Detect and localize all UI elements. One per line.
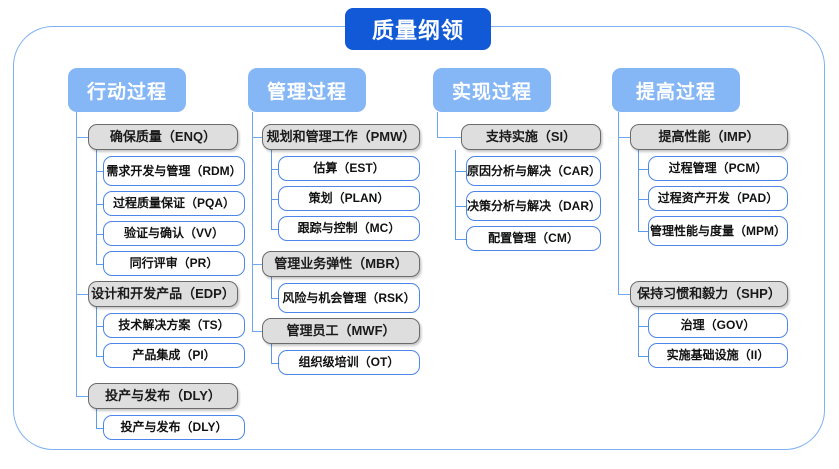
trunk-line-implement — [437, 112, 439, 137]
trunk-line-action — [76, 112, 78, 396]
leaf-branch-action-1-0 — [96, 325, 103, 327]
leaf-box-action-0-2[interactable]: 验证与确认（VV） — [103, 221, 245, 246]
group-box-improve-0[interactable]: 提高性能（IMP） — [630, 124, 788, 150]
leaf-box-manage-1-0[interactable]: 风险与机会管理（RSK） — [278, 283, 420, 313]
group-box-manage-0[interactable]: 规划和管理工作（PMW） — [262, 124, 420, 150]
group-box-action-2[interactable]: 投产与发布（DLY） — [88, 383, 238, 409]
subtrunk-line-manage-2 — [271, 344, 273, 363]
leaf-box-improve-1-0[interactable]: 治理（GOV） — [648, 313, 788, 338]
leaf-branch-manage-0-1 — [271, 198, 278, 200]
branch-line-action-0 — [76, 137, 88, 139]
branch-line-improve-1 — [618, 294, 630, 296]
leaf-branch-action-0-1 — [96, 203, 103, 205]
leaf-box-improve-0-2[interactable]: 管理性能与度量（MPM） — [648, 216, 788, 246]
branch-line-implement-0 — [437, 137, 461, 139]
leaf-branch-implement-0-1 — [455, 206, 466, 208]
leaf-box-manage-0-2[interactable]: 跟踪与控制（MC） — [278, 216, 420, 241]
leaf-box-improve-0-0[interactable]: 过程管理（PCM） — [648, 156, 788, 181]
leaf-branch-action-0-0 — [96, 171, 103, 173]
branch-line-improve-0 — [618, 137, 630, 139]
leaf-box-action-1-1[interactable]: 产品集成（PI） — [103, 343, 245, 368]
trunk-line-improve — [618, 112, 620, 294]
branch-line-action-2 — [76, 396, 88, 398]
leaf-branch-manage-2-0 — [271, 362, 278, 364]
leaf-box-manage-0-1[interactable]: 策划（PLAN） — [278, 186, 420, 211]
branch-line-manage-2 — [252, 331, 262, 333]
leaf-box-improve-0-1[interactable]: 过程资产开发（PAD） — [648, 186, 788, 211]
leaf-box-action-2-0[interactable]: 投产与发布（DLY） — [103, 415, 245, 440]
subtrunk-line-action-0 — [96, 150, 98, 264]
leaf-box-implement-0-0[interactable]: 原因分析与解决（CAR） — [466, 156, 601, 186]
group-box-implement-0[interactable]: 支持实施（SI） — [461, 124, 601, 150]
leaf-box-implement-0-2[interactable]: 配置管理（CM） — [466, 226, 601, 251]
leaf-branch-action-0-2 — [96, 233, 103, 235]
leaf-branch-implement-0-2 — [455, 238, 466, 240]
leaf-branch-improve-0-1 — [638, 198, 648, 200]
trunk-line-manage — [252, 112, 254, 331]
leaf-branch-manage-1-0 — [271, 298, 278, 300]
column-header-action[interactable]: 行动过程 — [68, 68, 186, 112]
column-header-manage[interactable]: 管理过程 — [248, 68, 366, 112]
subtrunk-line-action-2 — [96, 409, 98, 428]
group-box-improve-1[interactable]: 保持习惯和毅力（SHP） — [630, 281, 788, 307]
leaf-branch-improve-1-1 — [638, 355, 648, 357]
leaf-box-implement-0-1[interactable]: 决策分析与解决（DAR） — [466, 191, 601, 221]
leaf-box-action-0-1[interactable]: 过程质量保证（PQA） — [103, 191, 245, 216]
leaf-branch-action-0-3 — [96, 263, 103, 265]
subtrunk-line-improve-1 — [638, 307, 640, 356]
subtrunk-line-action-1 — [96, 307, 98, 356]
leaf-branch-implement-0-0 — [455, 171, 466, 173]
leaf-branch-manage-0-0 — [271, 168, 278, 170]
subtrunk-line-manage-1 — [271, 277, 273, 298]
leaf-box-manage-0-0[interactable]: 估算（EST） — [278, 156, 420, 181]
branch-line-manage-1 — [252, 264, 262, 266]
root-title: 质量纲领 — [345, 8, 491, 50]
group-box-action-1[interactable]: 设计和开发产品（EDP） — [88, 281, 238, 307]
subtrunk-line-improve-0 — [638, 150, 640, 231]
column-header-improve[interactable]: 提高过程 — [612, 68, 740, 112]
leaf-box-improve-1-1[interactable]: 实施基础设施（II） — [648, 343, 788, 368]
leaf-branch-improve-0-0 — [638, 168, 648, 170]
leaf-branch-improve-0-2 — [638, 231, 648, 233]
leaf-branch-improve-1-0 — [638, 325, 648, 327]
leaf-branch-action-2-0 — [96, 427, 103, 429]
leaf-box-action-0-3[interactable]: 同行评审（PR） — [103, 251, 245, 276]
group-box-manage-1[interactable]: 管理业务弹性（MBR） — [262, 251, 420, 277]
leaf-branch-action-1-1 — [96, 355, 103, 357]
leaf-box-manage-2-0[interactable]: 组织级培训（OT） — [278, 350, 420, 375]
subtrunk-line-implement-0 — [455, 150, 457, 239]
group-box-action-0[interactable]: 确保质量（ENQ） — [88, 124, 238, 150]
branch-line-action-1 — [76, 294, 88, 296]
branch-line-manage-0 — [252, 137, 262, 139]
leaf-box-action-0-0[interactable]: 需求开发与管理（RDM） — [103, 156, 245, 186]
subtrunk-line-manage-0 — [271, 150, 273, 229]
group-box-manage-2[interactable]: 管理员工（MWF） — [262, 318, 420, 344]
column-header-implement[interactable]: 实现过程 — [433, 68, 551, 112]
leaf-box-action-1-0[interactable]: 技术解决方案（TS） — [103, 313, 245, 338]
leaf-branch-manage-0-2 — [271, 228, 278, 230]
